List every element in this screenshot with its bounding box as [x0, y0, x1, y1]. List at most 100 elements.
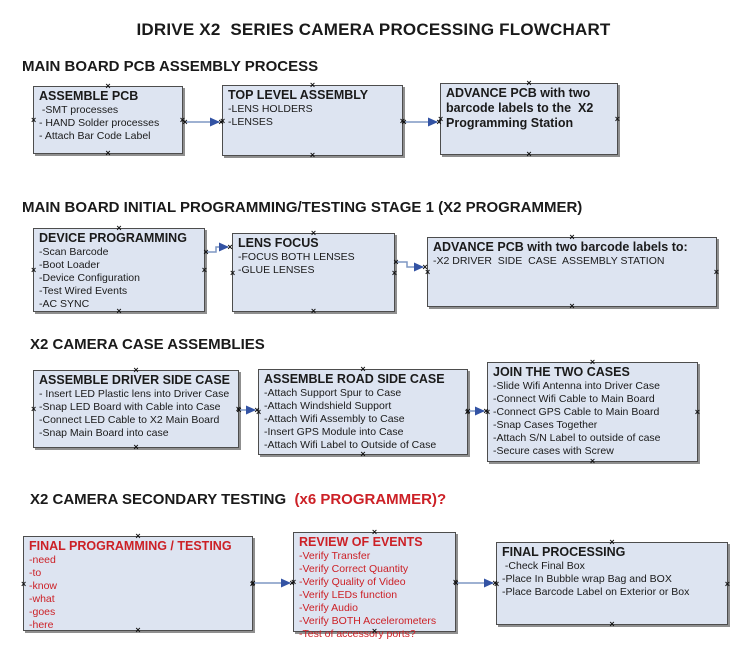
box-title: LENS FOCUS — [238, 236, 319, 250]
box-item: -X2 DRIVER SIDE CASE ASSEMBLY STATION — [433, 255, 665, 267]
anchor-icon: × — [425, 267, 431, 277]
box-item: - HAND Solder processes — [39, 117, 160, 129]
anchor-icon: × — [399, 115, 405, 126]
box-title: ADVANCE PCB with two barcode labels to t… — [446, 86, 597, 130]
box-item: -Test Wired Events — [39, 285, 128, 297]
box-item: -Verify Quality of Video — [299, 576, 406, 588]
svg-text:×: × — [483, 406, 488, 416]
svg-text:×: × — [289, 578, 294, 588]
box-items: -Verify Transfer-Verify Correct Quantity… — [299, 550, 450, 641]
box-item: -Place In Bubble wrap Bag and BOX — [502, 573, 672, 585]
anchor-icon: × — [220, 115, 226, 126]
box-item: -Attach Wifi Label to Outside of Case — [264, 439, 437, 451]
anchor-icon: × — [724, 578, 730, 589]
flow-box-final-programming-testing[interactable]: × × FINAL PROGRAMMING / TESTING -need-to… — [21, 536, 255, 632]
anchor-icon: × — [235, 404, 241, 414]
section-heading-pcb-assembly: MAIN BOARD PCB ASSEMBLY PROCESS — [22, 58, 319, 75]
box-item: -Attach Wifi Assembly to Case — [264, 413, 405, 425]
svg-text:×: × — [182, 117, 187, 127]
svg-text:×: × — [250, 578, 255, 588]
box-title: FINAL PROGRAMMING / TESTING — [29, 539, 232, 553]
box-title: ASSEMBLE DRIVER SIDE CASE — [39, 373, 231, 387]
box-title: TOP LEVEL ASSEMBLY — [228, 88, 369, 102]
svg-text:×: × — [227, 242, 232, 252]
box-items: -Check Final Box-Place In Bubble wrap Ba… — [502, 560, 722, 599]
svg-text:×: × — [393, 257, 398, 267]
box-item: -need — [29, 554, 56, 566]
box-title: JOIN THE TWO CASES — [493, 365, 630, 379]
box-item: -Device Configuration — [39, 272, 140, 284]
flow-box-final-processing[interactable]: × × FINAL PROCESSING -Check Final Box-Pl… — [494, 542, 730, 625]
connector-arrow[interactable]: ×× — [250, 578, 294, 588]
connector-arrow[interactable]: ×× — [401, 117, 441, 127]
box-item: -Connect Wifi Cable to Main Board — [493, 393, 655, 405]
box-item: -SMT processes — [39, 104, 119, 116]
box-items: -Attach Support Spur to Case-Attach Wind… — [264, 387, 462, 452]
section-heading-secondary-testing: X2 CAMERA SECONDARY TESTING (x6 PROGRAMM… — [30, 491, 446, 508]
anchor-icon: × — [713, 267, 719, 277]
connector-arrow[interactable]: ×× — [182, 117, 223, 127]
box-item: -Attach Windshield Support — [264, 400, 392, 412]
box-items: - Insert LED Plastic lens into Driver Ca… — [39, 388, 233, 440]
box-item: -here — [29, 619, 54, 631]
box-item: -Boot Loader — [39, 259, 100, 271]
svg-text:×: × — [422, 262, 427, 272]
flow-box-advance-pcb-programming-station[interactable]: × × ADVANCE PCB with two barcode labels … — [438, 83, 620, 155]
box-item: -Test of accessory ports? — [299, 628, 416, 640]
box-items: -Slide Wifi Antenna into Driver Case-Con… — [493, 380, 692, 458]
box-item: -AC SYNC — [39, 298, 90, 310]
box-item: -Connect LED Cable to X2 Main Board — [39, 414, 220, 426]
anchor-icon: × — [485, 407, 491, 417]
box-item: -Verify Audio — [299, 602, 358, 614]
anchor-icon: × — [230, 267, 236, 278]
box-item: -Attach S/N Label to outside of case — [493, 432, 661, 444]
box-item: -goes — [29, 606, 56, 618]
box-items: -Scan Barcode-Boot Loader-Device Configu… — [39, 246, 199, 311]
box-item: -Snap Cases Together — [493, 419, 598, 431]
connector-arrow[interactable]: ×× — [203, 242, 232, 257]
svg-text:×: × — [465, 406, 470, 416]
flow-box-assemble-pcb[interactable]: × × ASSEMBLE PCB -SMT processes- HAND So… — [31, 86, 185, 154]
anchor-icon: × — [494, 578, 500, 589]
flow-box-assemble-driver-side-case[interactable]: × × ASSEMBLE DRIVER SIDE CASE - Insert L… — [31, 370, 241, 448]
svg-text:×: × — [203, 247, 208, 257]
connector-arrow[interactable]: ×× — [465, 406, 488, 416]
box-item: -Place Barcode Label on Exterior or Box — [502, 586, 690, 598]
flow-box-review-of-events[interactable]: × × REVIEW OF EVENTS -Verify Transfer-Ve… — [291, 532, 458, 640]
box-items: -need-to-know-what-goes-here — [29, 554, 247, 632]
flow-box-top-level-assembly[interactable]: × × TOP LEVEL ASSEMBLY -LENS HOLDERS-LEN… — [220, 85, 405, 156]
svg-text:×: × — [236, 405, 241, 415]
connector-arrow[interactable]: ×× — [453, 578, 497, 588]
box-item: -Verify Transfer — [299, 550, 371, 562]
box-item: -FOCUS BOTH LENSES — [238, 251, 355, 263]
flow-box-join-the-two-cases[interactable]: × × JOIN THE TWO CASES -Slide Wifi Anten… — [485, 362, 700, 462]
svg-text:×: × — [401, 117, 406, 127]
box-item: -Scan Barcode — [39, 246, 109, 258]
flow-box-assemble-road-side-case[interactable]: × × ASSEMBLE ROAD SIDE CASE -Attach Supp… — [256, 369, 470, 455]
anchor-icon: × — [452, 577, 458, 587]
connector-arrow[interactable]: ×× — [236, 405, 259, 415]
box-item: -Connect GPS Cable to Main Board — [493, 406, 660, 418]
anchor-icon: × — [256, 407, 262, 417]
box-item: -Check Final Box — [502, 560, 585, 572]
svg-text:×: × — [492, 578, 497, 588]
svg-text:×: × — [436, 117, 441, 127]
box-item: -Insert GPS Module into Case — [264, 426, 404, 438]
box-item: -GLUE LENSES — [238, 264, 315, 276]
svg-text:×: × — [453, 578, 458, 588]
anchor-icon: × — [201, 265, 207, 275]
box-item: -know — [29, 580, 58, 592]
flow-box-lens-focus[interactable]: × × LENS FOCUS -FOCUS BOTH LENSES-GLUE L… — [230, 233, 397, 312]
connector-arrow[interactable]: ×× — [393, 257, 427, 272]
section-heading-initial-programming: MAIN BOARD INITIAL PROGRAMMING/TESTING S… — [22, 199, 583, 216]
box-item: -Snap LED Board with Cable into Case — [39, 401, 221, 413]
svg-text:×: × — [218, 117, 223, 127]
flow-box-advance-pcb-driver-side[interactable]: × × ADVANCE PCB with two barcode labels … — [425, 237, 719, 307]
anchor-icon: × — [31, 404, 37, 414]
box-items: -LENS HOLDERS-LENSES — [228, 103, 397, 129]
box-item: -Slide Wifi Antenna into Driver Case — [493, 380, 660, 392]
box-item: -Verify BOTH Accelerometers — [299, 615, 437, 627]
box-item: -Attach Support Spur to Case — [264, 387, 402, 399]
flow-box-device-programming[interactable]: × × DEVICE PROGRAMMING -Scan Barcode-Boo… — [31, 228, 207, 312]
